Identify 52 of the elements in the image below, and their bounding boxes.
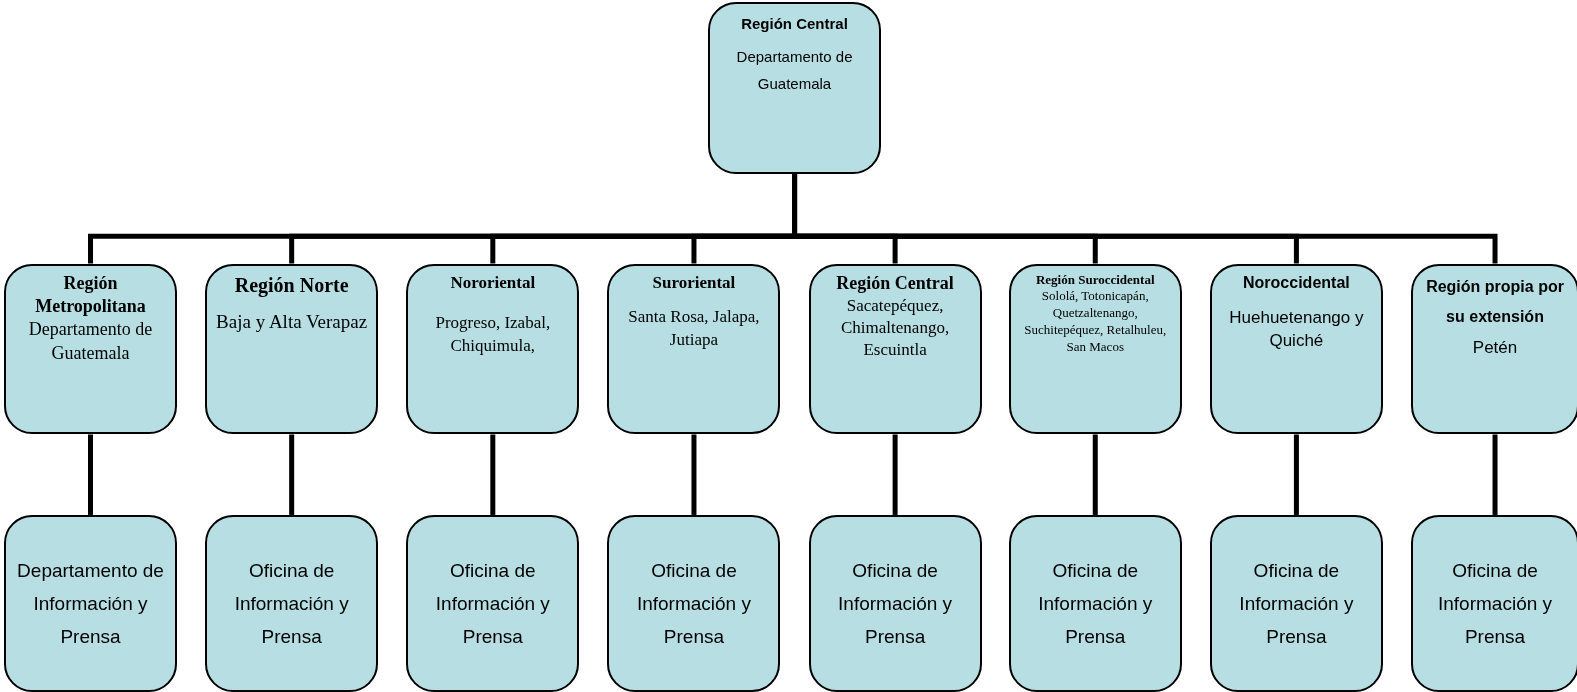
region-text: Oficina de Información y Prensa [1437, 558, 1554, 650]
org-box [1209, 263, 1383, 435]
org-box [1008, 514, 1182, 692]
region-title: Región Metropolitana [34, 271, 147, 318]
region-title: Región Central [836, 271, 954, 295]
org-box [205, 263, 379, 435]
region-title: Región propia por su extensión [1425, 276, 1565, 327]
connector-line [1293, 434, 1299, 515]
region-text: Oficina de Información y Prensa [837, 558, 954, 650]
org-box [205, 514, 379, 692]
region-text: Santa Rosa, Jalapa, Jutiapa [627, 306, 761, 352]
region-text: Oficina de Información y Prensa [1037, 558, 1154, 650]
org-box [406, 514, 580, 692]
org-box [1411, 263, 1577, 435]
region-text: Departamento de Guatemala [27, 318, 154, 365]
org-box [4, 514, 177, 692]
org-box [607, 514, 781, 692]
org-box [808, 263, 982, 435]
connector-line [892, 434, 898, 515]
connector-line [289, 434, 295, 515]
region-text: Departamento de Información y Prensa [16, 558, 165, 650]
region-text: Oficina de Información y Prensa [1238, 558, 1355, 650]
connector-line [88, 434, 93, 515]
region-text: Sololá, Totonicapán, Quetzaltenango, Suchitepéquez, Retalhuleu, San Macos [1023, 288, 1168, 356]
region-title: Suroriental [652, 271, 736, 294]
org-box [607, 263, 781, 435]
region-text: Oficina de Información y Prensa [635, 558, 752, 650]
connector-line [1092, 434, 1098, 515]
connector-line [490, 434, 496, 515]
region-text: Sacatepéquez, Chimaltenango, Escuintla [840, 294, 951, 362]
region-text: Petén [1472, 337, 1518, 360]
region-text: Departamento de Guatemala [735, 47, 854, 94]
org-box [1209, 514, 1383, 692]
region-text: Progreso, Izabal, Chiquimula, [434, 312, 552, 358]
connector-line [691, 434, 697, 515]
region-title: Región Suroccidental [1035, 271, 1155, 289]
region-title: Región Norte [234, 272, 349, 298]
region-title: Región Central [741, 14, 848, 34]
connector-line [792, 174, 1498, 264]
region-text: Oficina de Información y Prensa [233, 558, 350, 650]
region-text: Oficina de Información y Prensa [434, 558, 551, 650]
org-box [406, 263, 580, 435]
connector-line [1492, 434, 1498, 515]
region-title: Nororiental [450, 271, 536, 294]
org-box [4, 263, 177, 435]
region-text: Huehuetenango y Quiché [1228, 307, 1365, 353]
org-box [708, 2, 881, 174]
region-text: Baja y Alta Verapaz [216, 309, 368, 334]
org-box [808, 514, 982, 692]
org-box [1411, 514, 1577, 692]
org-box [1008, 263, 1182, 435]
region-title: Noroccidental [1243, 272, 1350, 293]
